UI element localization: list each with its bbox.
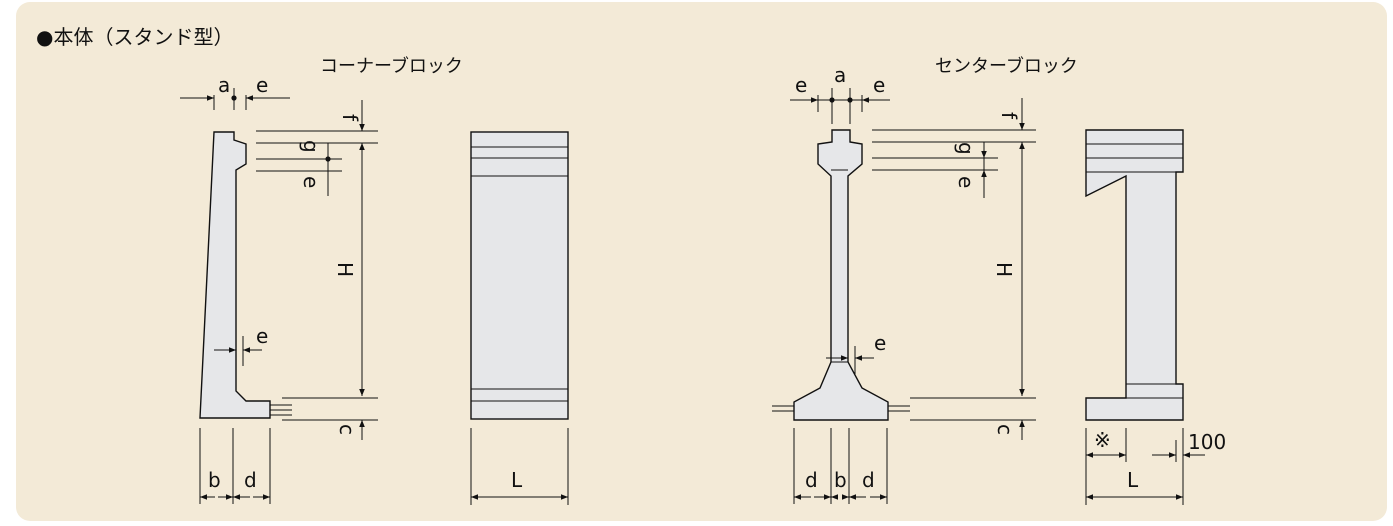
dim-label-L: L (1127, 468, 1139, 492)
corner-block-title: コーナーブロック (320, 55, 463, 77)
dim-label-d: d (244, 468, 257, 492)
corner-side-profile (199, 131, 271, 419)
center-front-view (1085, 129, 1184, 421)
section-title: 本体（スタンド型） (53, 25, 234, 49)
dim-label-b: b (208, 468, 221, 492)
dim-label-H: H (333, 262, 357, 277)
center-side-profile (793, 129, 889, 421)
dim-label-c: c (993, 424, 1017, 435)
dimension-dot (847, 97, 853, 103)
dim-label-g: g (299, 140, 323, 153)
dim-label-c: c (335, 424, 359, 435)
dim-label-a: a (218, 73, 230, 97)
dim-label-H: H (992, 262, 1016, 277)
section-header: ●本体（スタンド型） (36, 21, 233, 50)
dim-label-e: e (256, 324, 268, 348)
dim-label-e: e (874, 331, 886, 355)
dim-label-note: ※ (1094, 428, 1111, 452)
dim-label-e: e (256, 73, 268, 97)
corner-block: コーナーブロック a e f g e H c (180, 55, 569, 505)
dim-label-b: b (834, 468, 847, 492)
dim-label-e: e (299, 176, 323, 188)
corner-front-view (470, 131, 569, 420)
dim-label-f: f (997, 112, 1021, 120)
dimension-dot (231, 95, 237, 101)
dim-label-d: d (862, 468, 875, 492)
dim-label-e: e (873, 73, 885, 97)
dim-label-e: e (954, 176, 978, 188)
dim-label-L: L (511, 468, 523, 492)
center-block-title: センターブロック (935, 55, 1078, 77)
dim-label-f: f (338, 114, 362, 122)
bullet-icon: ● (36, 25, 54, 49)
dim-label-g: g (954, 142, 978, 155)
dim-label-d: d (805, 468, 818, 492)
dim-label-e: e (795, 73, 807, 97)
center-block: センターブロック e a e f g e (772, 55, 1226, 505)
dimension-dot (829, 97, 835, 103)
dim-label-a: a (834, 63, 846, 87)
dimension-dot (325, 156, 331, 162)
dim-label-100: 100 (1188, 430, 1226, 454)
